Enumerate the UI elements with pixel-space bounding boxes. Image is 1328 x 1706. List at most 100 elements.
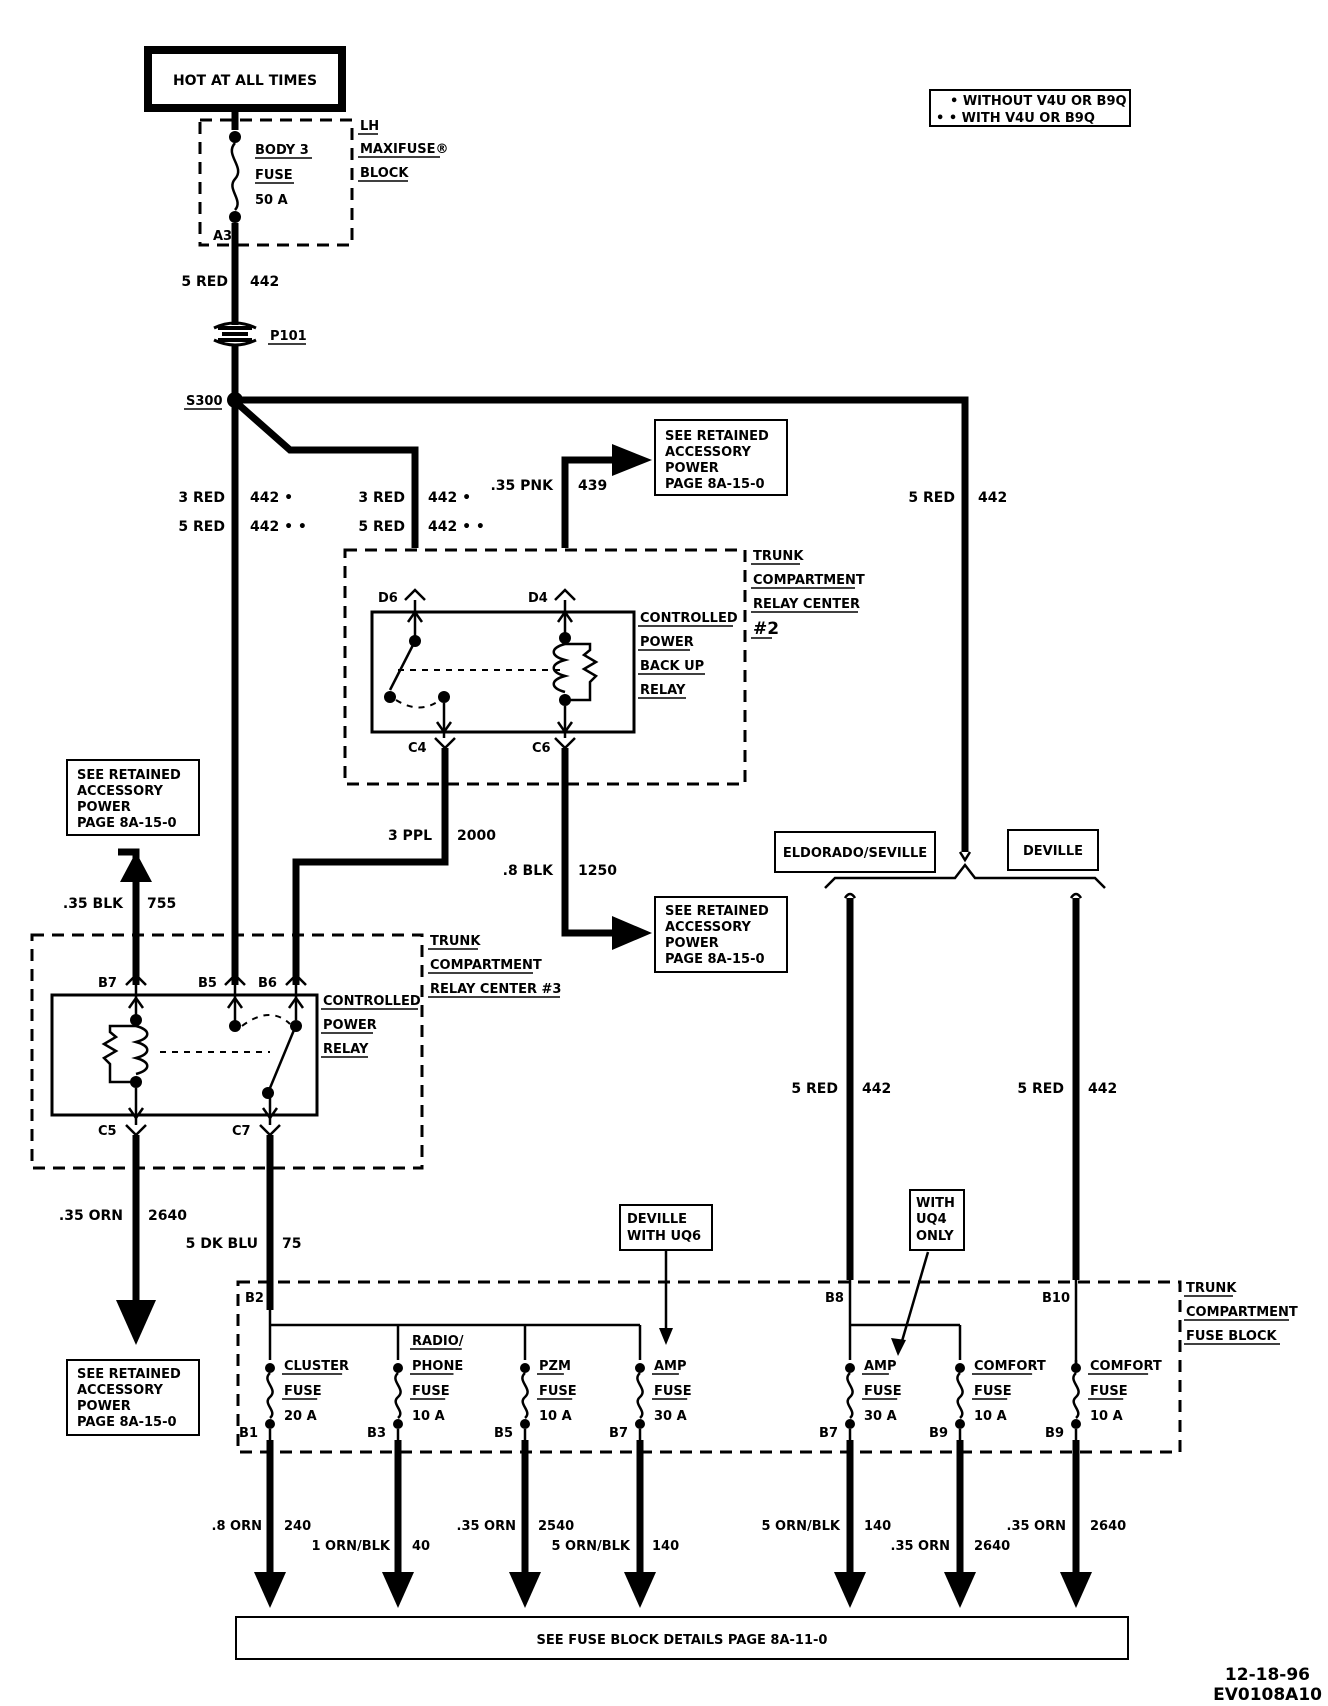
fuse-label: FUSE [284,1384,322,1399]
fuse-label: CLUSTER [284,1359,349,1374]
fuse-amps: 10 A [1090,1409,1123,1424]
eldorado-seville-box [774,831,936,873]
svg-text:5 RED: 5 RED [908,490,955,506]
fuse-wire-gauge: .35 ORN [457,1519,517,1534]
fuse-label: AMP [864,1359,897,1374]
fuse-amps: 10 A [412,1409,445,1424]
svg-text:B6: B6 [258,976,277,991]
splice-s300-label: S300 [186,394,223,409]
svg-text:C6: C6 [532,741,551,756]
trunk-fuse-block: TRUNK COMPARTMENT FUSE BLOCK B2 B8 B10 [236,1280,1298,1454]
svg-text:POWER: POWER [77,1399,131,1414]
svg-text:5 RED: 5 RED [178,519,225,535]
svg-text:WITH UQ6: WITH UQ6 [627,1229,701,1244]
fuse-label: FUSE [654,1384,692,1399]
svg-text:442: 442 [862,1081,891,1097]
svg-text:C4: C4 [408,741,427,756]
svg-text:B10: B10 [1042,1291,1070,1306]
fuse-wire-gauge: 5 ORN/BLK [761,1519,840,1534]
fuse-label: COMFORT [974,1359,1046,1374]
svg-text:.35 PNK: .35 PNK [490,478,554,494]
svg-text:SEE RETAINED: SEE RETAINED [665,904,769,919]
svg-text:WITH: WITH [916,1196,955,1211]
svg-text:COMPARTMENT: COMPARTMENT [430,958,542,973]
maxifuse-block-label-2: MAXIFUSE® [360,142,449,157]
svg-text:FUSE BLOCK: FUSE BLOCK [1186,1329,1278,1344]
svg-text:POWER: POWER [323,1018,377,1033]
svg-text:B5: B5 [198,976,217,991]
svg-text:RELAY CENTER #3: RELAY CENTER #3 [430,982,561,997]
svg-text:5 RED: 5 RED [791,1081,838,1097]
svg-text:PAGE 8A-15-0: PAGE 8A-15-0 [77,1415,177,1430]
wire-439-pnk [561,456,620,548]
fuse-label: AMP [654,1359,687,1374]
svg-text:D4: D4 [528,591,548,606]
fuse-wire-gauge: 5 ORN/BLK [551,1539,630,1554]
fuse-pin: B7 [819,1426,838,1441]
svg-text:439: 439 [578,478,607,494]
svg-text:ACCESSORY: ACCESSORY [665,445,752,460]
wire-442-right-branch [240,396,969,852]
svg-text:5 DK BLU: 5 DK BLU [186,1236,258,1252]
fuse-label: PZM [539,1359,571,1374]
fuse-wire-num: 240 [284,1519,311,1534]
svg-text:CONTROLLED: CONTROLLED [323,994,421,1009]
svg-text:5 RED: 5 RED [1017,1081,1064,1097]
maxifuse-block-label-1: LH [360,119,379,134]
svg-text:.35 ORN: .35 ORN [59,1208,123,1224]
body3-fuse-label: BODY 3 [255,143,309,158]
hot-at-all-times-label: HOT AT ALL TIMES [173,73,317,89]
diagram-code: EV0108A10 [1213,1685,1322,1705]
svg-text:#2: #2 [753,619,779,639]
fuse-wire-gauge: .35 ORN [891,1539,951,1554]
fuse-wire-num: 2640 [1090,1519,1126,1534]
svg-text:RELAY: RELAY [640,683,686,698]
svg-text:D6: D6 [378,591,398,606]
svg-text:ACCESSORY: ACCESSORY [665,920,752,935]
fuse-label: FUSE [1090,1384,1128,1399]
svg-text:442: 442 [978,490,1007,506]
svg-text:C7: C7 [232,1124,251,1139]
svg-text:BACK UP: BACK UP [640,659,704,674]
fuse-wire-gauge: .35 ORN [1007,1519,1067,1534]
legend-box: • WITHOUT V4U OR B9Q • • WITH V4U OR B9Q [929,89,1131,127]
fuse-pin: B9 [929,1426,948,1441]
svg-text:ACCESSORY: ACCESSORY [77,1383,164,1398]
fuse-pin: B3 [367,1426,386,1441]
svg-text:TRUNK: TRUNK [430,934,481,949]
fuse-block-details-box [235,1616,1129,1660]
fuse-pin: B9 [1045,1426,1064,1441]
svg-text:P101: P101 [270,329,307,344]
svg-text:TRUNK: TRUNK [753,549,804,564]
svg-text:755: 755 [147,896,176,912]
note-uq4-only: WITH UQ4 ONLY [891,1189,965,1356]
controlled-power-relay-box [50,993,319,1117]
fuse-label: RADIO/ [412,1334,464,1349]
fuse-wire-num: 2540 [538,1519,574,1534]
svg-text:PAGE 8A-15-0: PAGE 8A-15-0 [665,477,765,492]
fuse-label: FUSE [974,1384,1012,1399]
svg-text:ONLY: ONLY [916,1229,954,1244]
connector-p101: P101 [213,321,307,347]
fuse-label: FUSE [539,1384,577,1399]
svg-text:3 RED: 3 RED [358,490,405,506]
svg-text:.8 BLK: .8 BLK [503,863,555,879]
svg-text:3 PPL: 3 PPL [388,828,432,844]
wire-2000-ppl [292,748,449,935]
svg-text:3 RED: 3 RED [178,490,225,506]
svg-text:PAGE 8A-15-0: PAGE 8A-15-0 [665,952,765,967]
svg-text:1250: 1250 [578,863,617,879]
see-retained-box-bottom: SEE RETAINED ACCESSORY POWER PAGE 8A-15-… [66,1359,200,1436]
deville-box [1007,829,1099,871]
wire-1250-blk [561,748,620,937]
svg-text:POWER: POWER [77,800,131,815]
svg-text:RELAY CENTER: RELAY CENTER [753,597,860,612]
svg-text:SEE RETAINED: SEE RETAINED [77,1367,181,1382]
svg-text:ELDORADO/SEVILLE: ELDORADO/SEVILLE [783,846,927,861]
svg-text:.35 BLK: .35 BLK [63,896,124,912]
svg-text:C5: C5 [98,1124,117,1139]
fuse-wire-num: 140 [864,1519,891,1534]
